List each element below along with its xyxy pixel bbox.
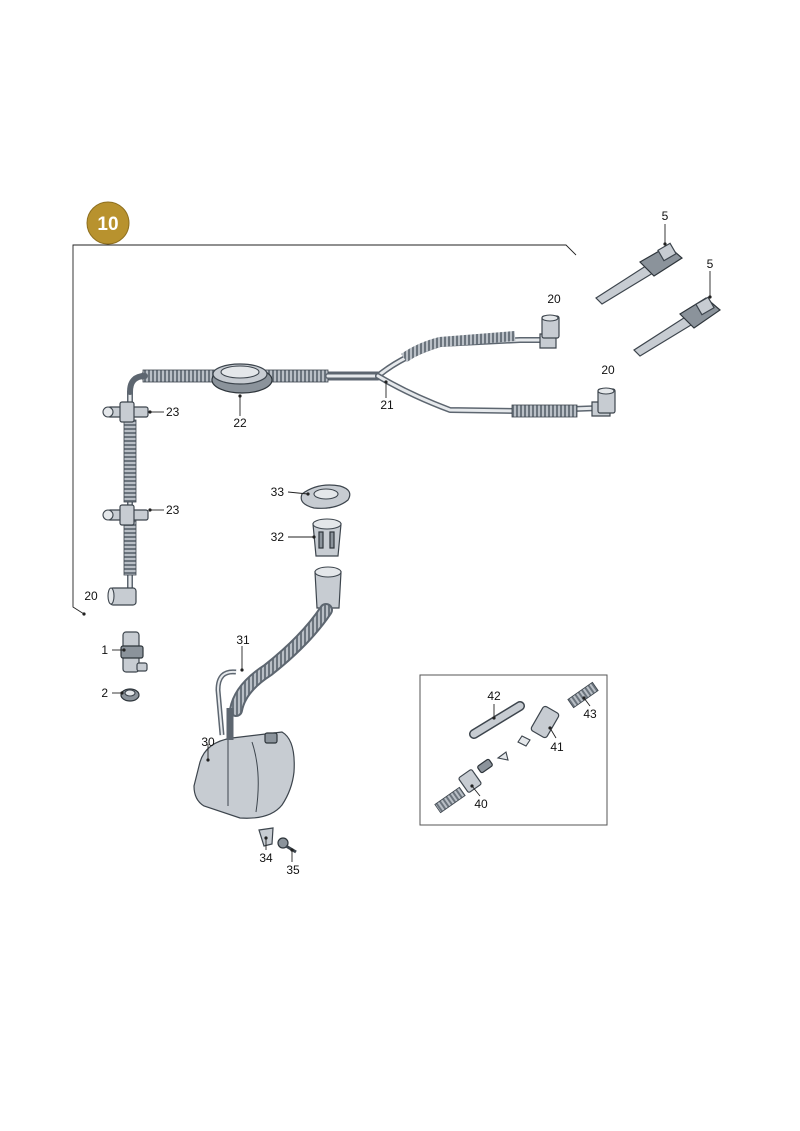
callout-31: 31 — [236, 633, 250, 647]
callout-32: 32 — [271, 530, 285, 544]
callout-20-upper: 20 — [547, 292, 561, 306]
connector-part-43[interactable] — [567, 681, 599, 709]
badge-number: 10 — [97, 214, 118, 235]
connector-part-40[interactable] — [434, 751, 509, 814]
hose-harness-part-21[interactable] — [115, 331, 603, 600]
callout-22: 22 — [233, 416, 247, 430]
callout-labels: 5 5 20 20 20 21 22 23 23 33 32 31 30 1 2… — [84, 209, 713, 877]
elbow-connector-part-20-right[interactable] — [591, 387, 616, 417]
callout-40: 40 — [474, 797, 488, 811]
assembly-bracket-10 — [72, 244, 577, 616]
washer-pump-part-1[interactable] — [120, 631, 148, 673]
strainer-part-32[interactable] — [312, 518, 342, 557]
callout-23-lower: 23 — [166, 503, 180, 517]
callout-23-upper: 23 — [166, 405, 180, 419]
callout-42: 42 — [487, 689, 501, 703]
spray-jet-part-5-lower[interactable] — [633, 296, 721, 357]
connector-part-41[interactable] — [517, 705, 560, 747]
grommet-part-22[interactable] — [211, 363, 273, 394]
callout-30: 30 — [201, 735, 215, 749]
callout-34: 34 — [259, 851, 273, 865]
callout-20-left: 20 — [84, 589, 98, 603]
hose-part-42[interactable] — [469, 701, 525, 739]
callout-1: 1 — [101, 643, 108, 657]
callout-20-right: 20 — [601, 363, 615, 377]
filler-neck-part-31[interactable] — [215, 566, 342, 736]
filler-cap-part-33[interactable] — [300, 484, 351, 509]
washer-reservoir-part-30[interactable] — [193, 708, 295, 819]
elbow-connector-part-20-left[interactable] — [107, 587, 137, 606]
elbow-connector-part-20-upper[interactable] — [539, 314, 560, 349]
grommet-part-2[interactable] — [120, 688, 140, 702]
callout-35: 35 — [286, 863, 300, 877]
spray-jet-part-5-upper[interactable] — [595, 242, 684, 305]
leader-lines — [112, 224, 712, 862]
callout-5-lower: 5 — [707, 257, 714, 271]
callout-41: 41 — [550, 740, 564, 754]
clip-part-23-lower[interactable] — [102, 504, 149, 526]
callout-2: 2 — [101, 686, 108, 700]
callout-21: 21 — [380, 398, 394, 412]
clip-part-23-upper[interactable] — [102, 401, 149, 423]
callout-5-upper: 5 — [662, 209, 669, 223]
assembly-number-badge[interactable]: 10 — [86, 201, 130, 245]
callout-33: 33 — [271, 485, 285, 499]
callout-43: 43 — [583, 707, 597, 721]
